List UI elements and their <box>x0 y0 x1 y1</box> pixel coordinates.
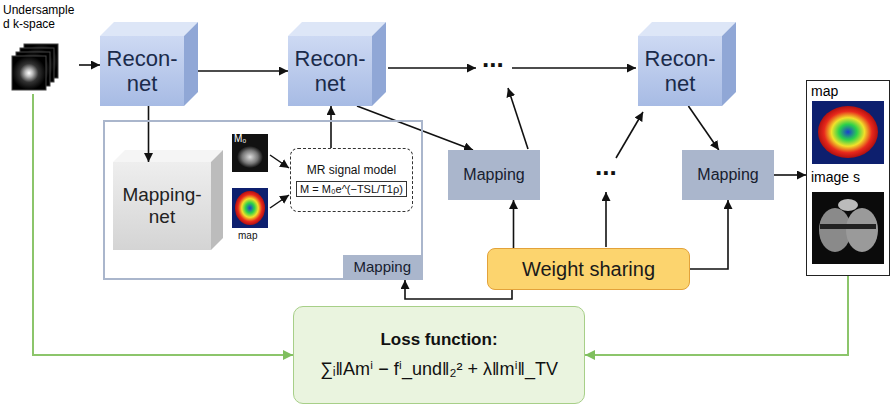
connector-arrow <box>79 64 100 66</box>
box-face <box>288 22 386 36</box>
text-label: ... <box>595 152 617 182</box>
node-text: Recon- net <box>642 46 718 97</box>
mapping-box: Mapping <box>448 150 540 200</box>
loss-function-box: Loss function: ∑ᵢ‖Amⁱ − fⁱ_und‖₂² + λ‖mⁱ‖… <box>293 306 585 404</box>
arrow <box>508 88 528 149</box>
node-text: image s <box>811 169 860 185</box>
m0-image <box>232 134 268 172</box>
node-text: Weight sharing <box>522 258 655 281</box>
node-text: Mapping- net <box>117 184 207 228</box>
node-text: Undersample d k-space <box>3 4 79 32</box>
text-label: M₀ <box>234 133 246 145</box>
arrow <box>270 195 289 208</box>
node-text: ∑ᵢ‖Amⁱ − fⁱ_und‖₂² + λ‖mⁱ‖_TV <box>320 358 558 380</box>
text-label: ... <box>482 44 504 74</box>
connector-arrow <box>774 174 806 176</box>
box-face <box>184 22 198 106</box>
box-face <box>211 150 223 250</box>
text-label: map <box>238 230 257 242</box>
knee-image <box>820 224 876 229</box>
output-panel: map image s <box>806 80 890 276</box>
mapping-panel: Mapping Mapping- net MR signal model M = M₀… <box>103 120 423 280</box>
node-text: Recon- net <box>292 46 368 97</box>
box-faces <box>100 22 736 250</box>
recon-net-block: Recon- net <box>100 36 184 106</box>
signal-model-box: MR signal model M = M₀e^(−TSL/T1ρ) <box>290 148 413 212</box>
node-text: M = M₀e^(−TSL/T1ρ) <box>296 181 407 197</box>
mapping-net-block: Mapping- net <box>113 162 211 250</box>
arrow <box>512 67 636 69</box>
arrow <box>605 192 607 247</box>
connector-arrow <box>513 200 515 248</box>
node-text: Recon- net <box>104 46 180 97</box>
weight-sharing-box: Weight sharing <box>487 248 690 290</box>
connector-arrow <box>688 106 718 150</box>
map-image <box>232 188 268 228</box>
box-face <box>100 22 198 36</box>
node-text: map <box>811 83 838 99</box>
connector-arrow <box>198 70 288 72</box>
recon-net-block: Recon- net <box>638 36 722 106</box>
kspace-image <box>12 56 46 90</box>
connector-arrow <box>690 200 728 269</box>
map-image <box>818 106 878 158</box>
arrow <box>270 155 289 168</box>
connector-arrow <box>33 94 293 355</box>
knee-image <box>846 208 878 252</box>
kspace-input: Undersample d k-space <box>3 4 79 94</box>
m0-image <box>237 146 263 168</box>
arrow <box>388 67 476 69</box>
connector-arrow <box>357 106 473 150</box>
box-face <box>113 150 223 162</box>
box-face <box>638 22 736 36</box>
knee-image <box>812 192 884 264</box>
node-text: Loss function: <box>380 330 497 350</box>
recon-net-block: Recon- net <box>288 36 372 106</box>
node-text: Mapping <box>697 166 758 184</box>
connector-arrow <box>148 106 150 162</box>
knee-image <box>838 199 858 211</box>
box-face <box>722 22 736 106</box>
node-text: Mapping <box>343 255 421 278</box>
node-text: MR signal model <box>307 163 396 177</box>
arrow <box>616 112 643 158</box>
node-text: Mapping <box>463 166 524 184</box>
mapping-box: Mapping <box>682 150 774 200</box>
connector-arrow <box>330 106 332 148</box>
box-face <box>372 22 386 106</box>
map-image <box>235 191 265 225</box>
map-image <box>812 101 884 164</box>
